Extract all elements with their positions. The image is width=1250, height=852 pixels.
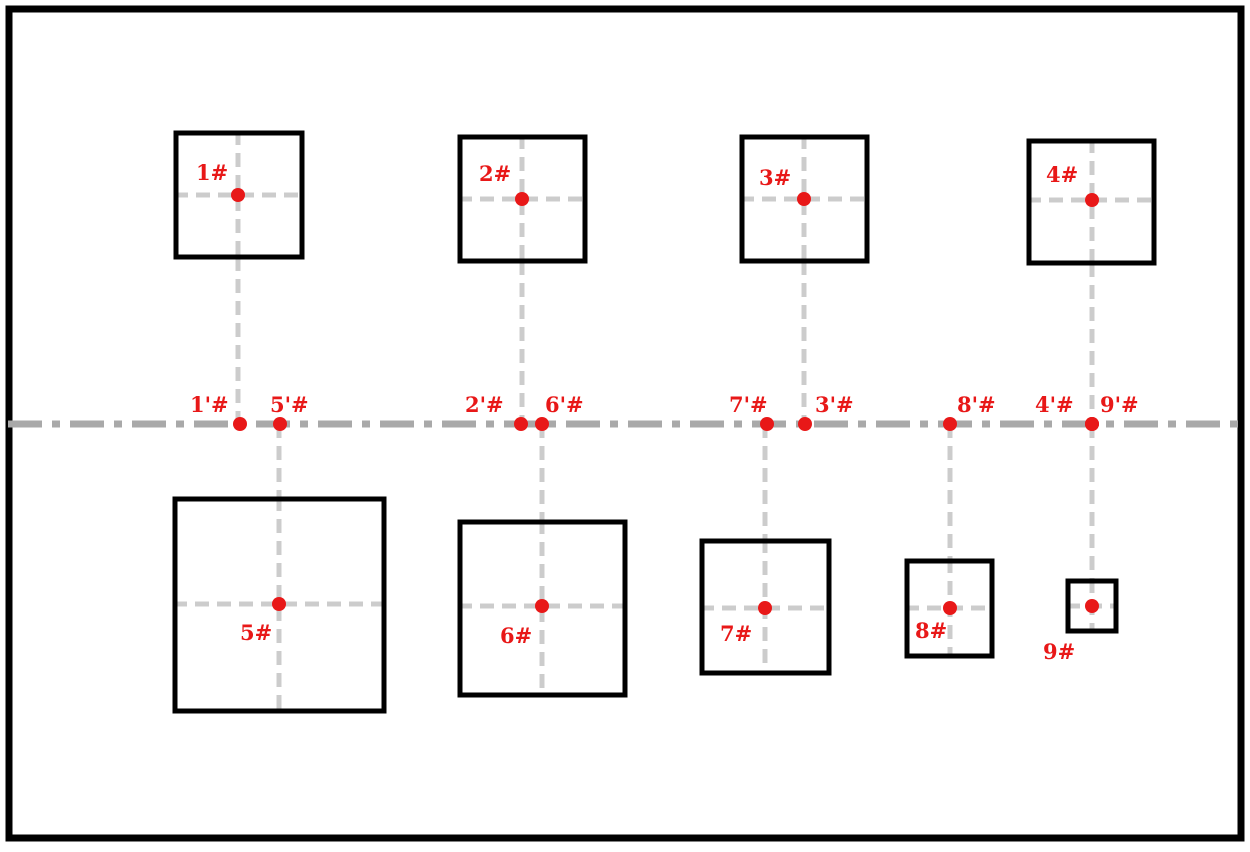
square-label-3: 3# <box>759 165 791 190</box>
square-1 <box>173 130 305 260</box>
axis-label-2p: 2'# <box>465 392 504 417</box>
axis-label-7p: 7'# <box>729 392 768 417</box>
square-label-1: 1# <box>196 160 228 185</box>
square-label-4: 4# <box>1046 162 1078 187</box>
center-point-1 <box>231 188 245 202</box>
labels-group: 1# 2# 3# 4# 5# 6# 7# 8# 9# 1'# 5'# 2'# 6'# 7'# 3'# 8'# 4… <box>190 160 1139 664</box>
square-6 <box>457 519 628 698</box>
axis-point-7p <box>760 417 774 431</box>
axis-point-5p <box>273 417 287 431</box>
center-point-2 <box>515 192 529 206</box>
points-group <box>231 188 1099 615</box>
square-9 <box>1065 578 1119 634</box>
axis-point-1p <box>233 417 247 431</box>
square-label-8: 8# <box>915 618 947 643</box>
square-label-6: 6# <box>500 623 532 648</box>
center-point-9 <box>1085 599 1099 613</box>
square-8 <box>904 558 995 659</box>
axis-label-8p: 8'# <box>957 392 996 417</box>
axis-point-3p <box>798 417 812 431</box>
axis-label-6p: 6'# <box>545 392 584 417</box>
axis-label-1p: 1'# <box>190 392 229 417</box>
axis-point-2p <box>514 417 528 431</box>
squares-group <box>172 130 1157 714</box>
square-7 <box>699 538 832 676</box>
square-label-9: 9# <box>1043 639 1075 664</box>
square-label-2: 2# <box>479 161 511 186</box>
square-3 <box>739 134 870 264</box>
square-label-7: 7# <box>720 621 752 646</box>
axis-label-5p: 5'# <box>270 392 309 417</box>
axis-label-4p: 4'# <box>1035 392 1074 417</box>
square-5 <box>172 496 387 714</box>
square-2 <box>457 134 588 264</box>
center-point-4 <box>1085 193 1099 207</box>
center-point-3 <box>797 192 811 206</box>
square-4 <box>1026 138 1157 266</box>
axis-point-8p <box>943 417 957 431</box>
center-point-8 <box>943 601 957 615</box>
axis-point-9p <box>1085 417 1099 431</box>
axis-label-3p: 3'# <box>815 392 854 417</box>
axis-label-9p: 9'# <box>1100 392 1139 417</box>
center-point-6 <box>535 599 549 613</box>
axis-point-6p <box>535 417 549 431</box>
center-point-5 <box>272 597 286 611</box>
center-point-7 <box>758 601 772 615</box>
square-label-5: 5# <box>240 620 272 645</box>
